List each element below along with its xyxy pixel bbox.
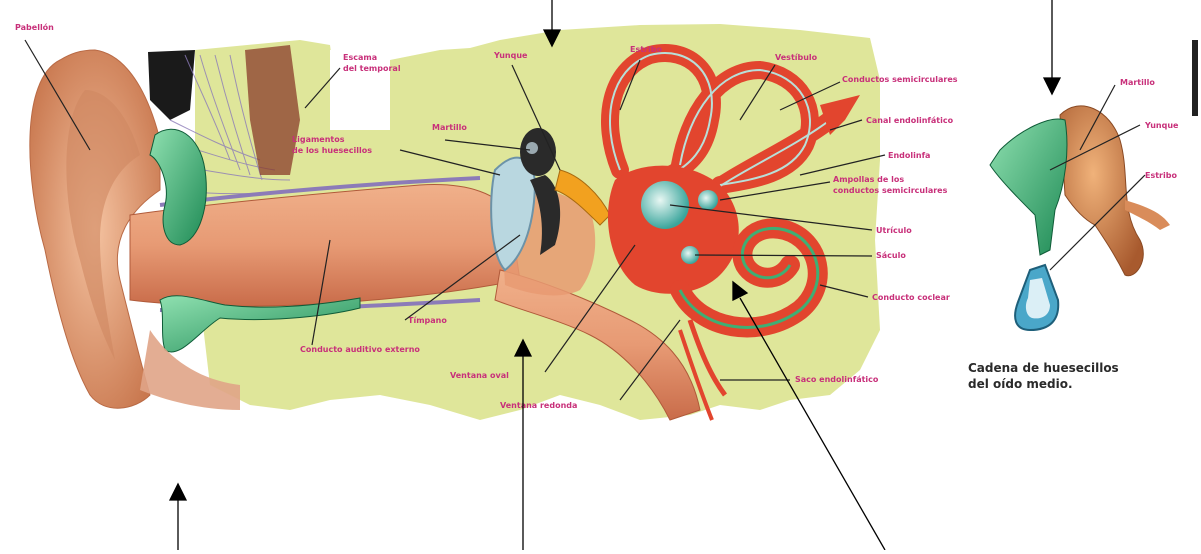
label-escama-2: del temporal <box>343 64 401 73</box>
ossicle-chain-caption: Cadena de huesecillos del oído medio. <box>968 360 1128 392</box>
label-pabellon: Pabellón <box>15 22 54 32</box>
arrow-head-bottom-left <box>170 484 186 500</box>
label-martillo-top: Martillo <box>432 123 467 132</box>
chain-incus <box>990 119 1067 255</box>
label-saco-endolinfatico: Saco endolinfático <box>795 375 879 384</box>
label-estribo-right: Estribo <box>1145 171 1177 180</box>
label-timpano: Tímpano <box>408 316 447 325</box>
label-conducto-coclear: Conducto coclear <box>872 293 950 302</box>
label-canal-endolinfatico: Canal endolinfático <box>866 116 954 125</box>
bone-notch <box>330 50 390 130</box>
malleus <box>520 128 556 176</box>
label-ligamentos-2: de los huesecillos <box>292 146 372 155</box>
label-saculo: Sáculo <box>876 251 906 260</box>
utricle <box>698 190 718 210</box>
label-conducto-auditivo: Conducto auditivo externo <box>300 345 420 354</box>
label-utriculo: Utrículo <box>876 226 912 235</box>
label-ventana-redonda: Ventana redonda <box>500 401 577 410</box>
label-ligamentos-1: Ligamentos <box>292 135 345 144</box>
label-ampollas-2: conductos semicirculares <box>833 186 948 195</box>
label-martillo-right: Martillo <box>1120 78 1155 87</box>
label-conductos: Conductos semicirculares <box>842 75 958 84</box>
label-escama-1: Escama <box>343 53 377 62</box>
page-edge-bar <box>1192 40 1198 116</box>
caption-line-1: Cadena de huesecillos <box>968 360 1128 376</box>
label-ampollas-1: Ampollas de los <box>833 175 904 184</box>
label-vestibulo: Vestíbulo <box>775 53 818 62</box>
malleus-highlight <box>526 142 538 154</box>
chain-malleus <box>1060 106 1143 276</box>
caption-line-2: del oído medio. <box>968 376 1128 392</box>
dark-tissue <box>148 50 195 120</box>
label-endolinfa: Endolinfa <box>888 151 930 160</box>
label-yunque-top: Yunque <box>493 51 528 60</box>
label-estribo-top: Estribo <box>630 45 662 54</box>
vestibule <box>641 181 689 229</box>
label-yunque-right: Yunque <box>1144 121 1179 130</box>
label-ventana-oval: Ventana oval <box>450 371 509 380</box>
arrow-head-right <box>1044 78 1060 94</box>
